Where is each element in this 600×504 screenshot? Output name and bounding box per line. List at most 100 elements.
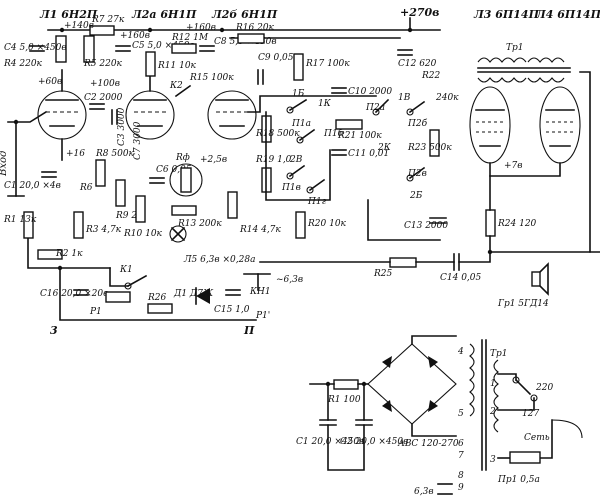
- capacitor-c9: [257, 69, 264, 85]
- relay-contact-label: Р1': [255, 311, 270, 321]
- resistor-r23-label: R23 500к: [407, 143, 452, 153]
- photoresistor-rf-label: Rф: [175, 153, 190, 163]
- supply-270-label: +270в: [400, 6, 439, 19]
- photoresistor-rf: [169, 163, 203, 197]
- psu-resistor-r1-label: R1 100: [327, 395, 361, 405]
- terminal-p-label: П: [243, 324, 255, 337]
- resistor-r23: [429, 129, 440, 157]
- capacitor-c1: [41, 171, 57, 178]
- capacitor-c8: [199, 45, 215, 52]
- resistor-r26-label: R26: [147, 293, 167, 303]
- resistor-r13-label: R13 200к: [177, 219, 222, 229]
- tube-l3-label: Л3 6П14П: [473, 8, 540, 21]
- resistor-r14: [227, 191, 238, 219]
- button-kn1[interactable]: [243, 273, 271, 291]
- resistor-r3: [73, 211, 84, 239]
- heater-winding: [437, 483, 453, 495]
- tube-l3: [469, 86, 511, 164]
- relay-p1-label: Р1: [89, 307, 102, 317]
- capacitor-c1-label: C1 20,0 ×4в: [4, 181, 61, 191]
- supply-16-label: +16: [66, 149, 85, 159]
- resistor-r4: [55, 35, 67, 63]
- resistor-r12: [171, 43, 197, 54]
- capacitor-c15: [225, 289, 241, 296]
- resistor-r26: [147, 303, 173, 314]
- switch-p2v[interactable]: [406, 166, 426, 182]
- relay-p1: [105, 291, 131, 303]
- resistor-r13: [171, 205, 197, 216]
- switch-k2-label: К2: [169, 81, 183, 91]
- psu-winding-8: 8: [458, 471, 464, 481]
- psu-bridge: [367, 343, 457, 425]
- supply-25-label: +2,5в: [200, 155, 227, 165]
- resistor-r21: [335, 119, 363, 130]
- capacitor-c2-label: C2 2000: [84, 93, 123, 103]
- tube-l4: [539, 86, 581, 164]
- resistor-r24-label: R24 120: [497, 219, 537, 229]
- psu-winding-4: 4: [457, 347, 464, 357]
- resistor-r9: [115, 179, 126, 207]
- button-kn1-label: КН1: [249, 287, 271, 297]
- resistor-r21-label: R21 100к: [337, 131, 382, 141]
- psu-winding-6: 6: [458, 439, 464, 449]
- switch-p1a-label: П1а: [291, 119, 311, 129]
- switch-p1g[interactable]: [306, 178, 326, 194]
- capacitor-c15-label: C15 1,0: [214, 305, 250, 315]
- capacitor-c3: [111, 109, 118, 125]
- resistor-r17-label: R17 100к: [305, 59, 350, 69]
- capacitor-c10: [331, 87, 347, 94]
- tube-l2b: [207, 90, 257, 140]
- switch-p2b-label: П2б: [407, 118, 428, 129]
- switch-p2a[interactable]: [372, 98, 390, 116]
- resistor-r8-label: R8 500к: [95, 149, 135, 159]
- capacitor-c9-label: C9 0,05: [258, 53, 294, 63]
- switch-k1-label: К1: [119, 265, 133, 275]
- output-transformer: [477, 57, 571, 83]
- resistor-r25-label: R25: [373, 269, 393, 279]
- resistor-r3-label: R3 4,7к: [85, 225, 122, 235]
- mains-plug[interactable]: [551, 419, 583, 439]
- capacitor-c16-label: C16 20,0 ×20в: [40, 289, 108, 299]
- capacitor-c4-label: C4 5,0 ×450в: [4, 43, 67, 53]
- capacitor-c12-label: C12 620: [398, 59, 437, 69]
- resistor-r22-label: R22: [421, 71, 441, 81]
- resistor-r7-label: R7 27к: [91, 15, 125, 25]
- switch-k2[interactable]: [174, 84, 192, 98]
- resistor-r1-label: R1 13к: [3, 215, 37, 225]
- capacitor-c5-label: C5 5,0 ×450в: [132, 41, 195, 51]
- output-transformer-label: Тр1: [506, 43, 524, 53]
- tube-l2a-label: Л2а 6Н1П: [131, 8, 197, 21]
- resistor-r10: [135, 195, 146, 223]
- resistor-r17: [293, 53, 304, 81]
- capacitor-c2: [89, 103, 105, 110]
- supply-140-label: +140в: [64, 21, 94, 31]
- psu-winding-9: 9: [458, 483, 464, 493]
- switch-1v-label: 1В: [398, 93, 411, 103]
- diode-label: Д1 Д7Ж: [173, 289, 214, 299]
- supply-100-label: +100в: [90, 79, 120, 89]
- switch-p1b[interactable]: [296, 128, 316, 144]
- switch-k1[interactable]: [124, 274, 148, 290]
- resistor-r24: [485, 209, 496, 237]
- switch-1k-label: 1К: [318, 99, 332, 109]
- switch-1b-label: 1Б: [292, 89, 305, 99]
- psu-winding-1: 1: [490, 379, 496, 389]
- switch-p2b[interactable]: [406, 100, 426, 116]
- lamp-label: Л5 6,3в ×0,28а: [183, 255, 255, 265]
- resistor-r6-label: R6: [79, 183, 93, 193]
- supply-160b-label: +160в: [186, 23, 216, 33]
- resistor-r18-label: R18 500к: [255, 129, 300, 139]
- resistor-r4-label: R4 220к: [3, 59, 43, 69]
- psu-capacitor-c2-label: C2 20,0 ×450в: [340, 437, 408, 447]
- switch-p1a[interactable]: [286, 98, 308, 114]
- tube-l4-label: Л4 6П14П: [535, 8, 600, 21]
- fuse-pr1: [509, 451, 541, 464]
- capacitor-c5: [115, 45, 131, 52]
- indicator-lamp-l5: [169, 225, 187, 243]
- psu-transformer: [469, 339, 499, 471]
- resistor-r1: [23, 211, 34, 239]
- mains-127-label: 127: [522, 409, 539, 419]
- resistor-r16: [237, 33, 265, 44]
- switch-p1v[interactable]: [286, 164, 306, 180]
- resistor-r9-label: R9 2к: [115, 211, 143, 221]
